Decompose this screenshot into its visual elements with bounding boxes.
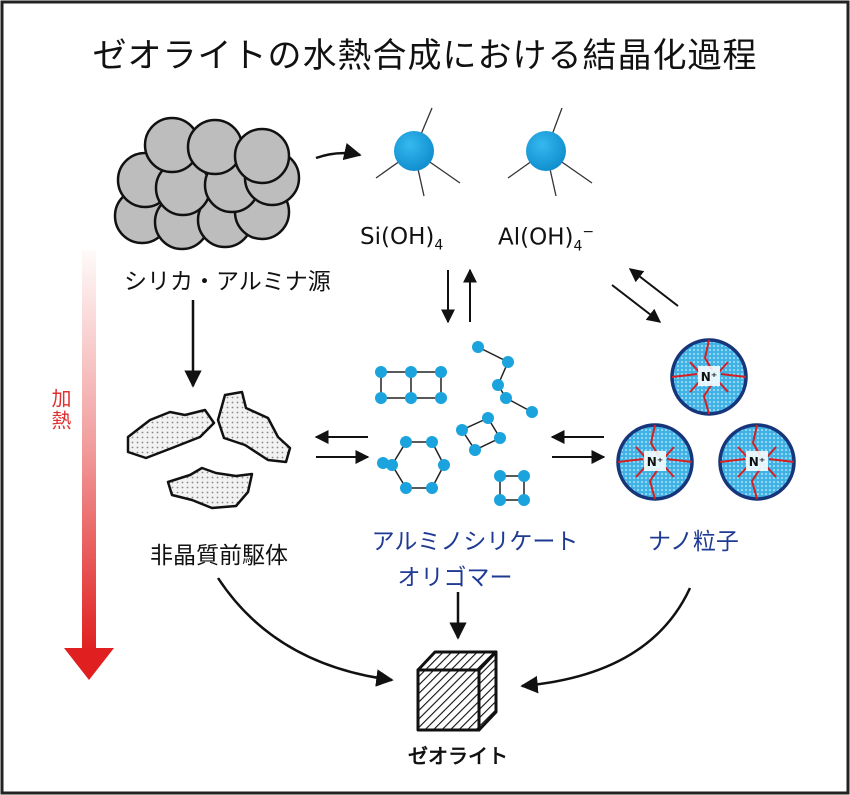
label-nanoparticles: ナノ粒子: [648, 529, 739, 555]
page-title: ゼオライトの水熱合成における結晶化過程: [92, 36, 758, 76]
arrow-source-to-monomers: [315, 142, 362, 161]
silica-alumina-cluster: [113, 116, 301, 251]
heating-arrow: [64, 250, 114, 680]
label-al-oh4: Al(OH)4−: [498, 224, 594, 254]
equilibrium-amorphous-oligomer: [314, 430, 370, 464]
label-aluminosilicate-line2: オリゴマー: [397, 565, 513, 591]
arrow-nanoparticle-to-zeolite: [520, 587, 692, 694]
amorphous-precursor-blobs: [126, 390, 292, 510]
nanoparticle-top: [670, 338, 748, 416]
n-plus-left: N⁺: [647, 455, 663, 469]
equilibrium-monomer-oligomer: [441, 268, 477, 324]
zeolite-crystal-cube: [416, 650, 498, 732]
label-si-oh4: Si(OH)4: [360, 224, 443, 254]
label-amorphous-precursor: 非晶質前駆体: [150, 543, 288, 569]
label-aluminosilicate-line1: アルミノシリケート: [371, 529, 579, 555]
n-plus-top: N⁺: [701, 370, 717, 384]
si-oh4-base: Si(OH): [360, 224, 435, 250]
nanoparticle-left: [616, 423, 694, 501]
arrow-amorphous-to-zeolite: [216, 577, 394, 687]
al-oh4-tetrahedron: [507, 107, 593, 197]
al-oh4-base: Al(OH): [498, 224, 574, 251]
oligomer-structures: [380, 346, 533, 501]
label-zeolite: ゼオライト: [408, 744, 508, 768]
label-silica-alumina-source: シリカ・アルミナ源: [124, 269, 331, 295]
al-oh4-subscript: 4: [573, 238, 583, 255]
si-oh4-subscript: 4: [434, 237, 444, 254]
label-heating: 加熱: [48, 388, 72, 432]
oligomer-atoms: [375, 341, 538, 506]
nanoparticle-right: [718, 423, 796, 501]
al-oh4-superscript: −: [582, 224, 595, 240]
equilibrium-oligomer-nanoparticle: [550, 430, 606, 464]
si-oh4-tetrahedron: [375, 107, 461, 197]
n-plus-right: N⁺: [749, 455, 765, 469]
equilibrium-monomer-nanoparticle: [611, 268, 679, 323]
